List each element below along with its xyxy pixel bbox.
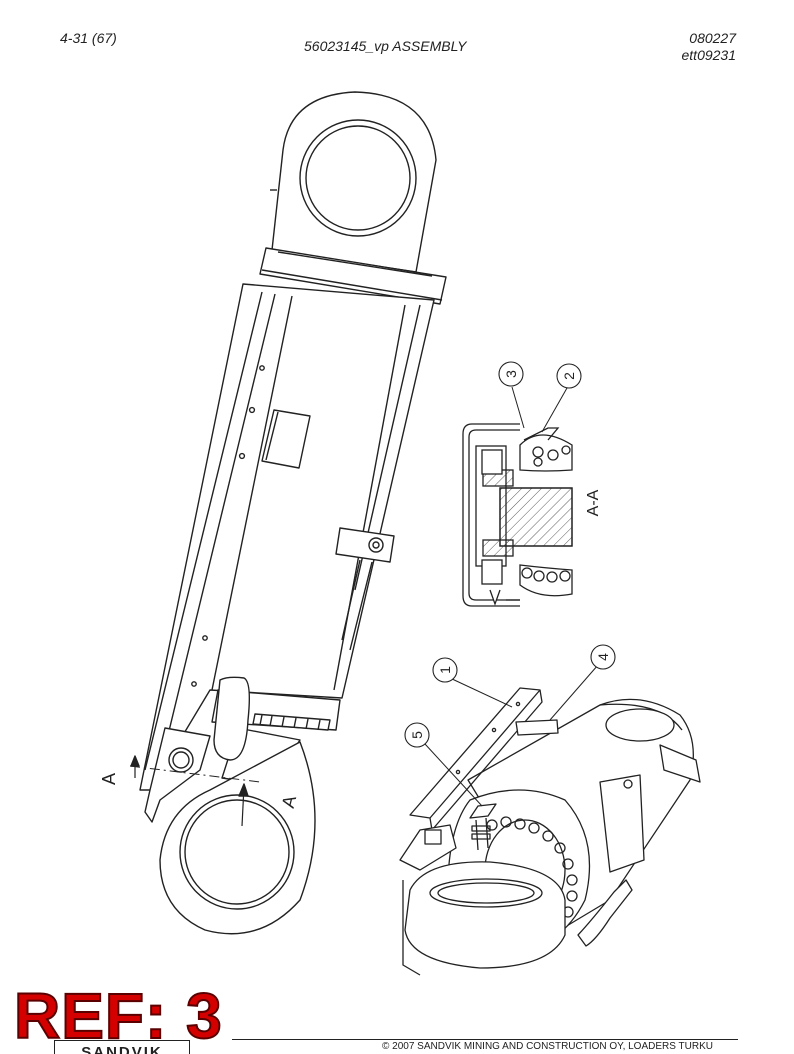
callout-3: 3 bbox=[503, 370, 519, 378]
callout-1-balloon bbox=[432, 657, 458, 683]
callout-2-balloon bbox=[556, 363, 582, 389]
callout-balloons bbox=[404, 361, 616, 748]
cylinder-main-view bbox=[129, 91, 447, 935]
document-title: 56023145_vp ASSEMBLY bbox=[304, 38, 467, 54]
page-number: 4-31 (67) bbox=[60, 30, 117, 46]
section-marker-bottom: A bbox=[278, 794, 300, 810]
date-code-block: 080227 ett09231 bbox=[682, 30, 737, 64]
section-view-label: A-A bbox=[585, 489, 602, 516]
barrel-body bbox=[139, 283, 435, 791]
callout-5: 5 bbox=[409, 731, 425, 739]
iso-leaders bbox=[424, 664, 599, 807]
callout-3-balloon bbox=[498, 361, 524, 387]
callout-4-balloon bbox=[590, 644, 616, 670]
callout-1: 1 bbox=[437, 666, 453, 674]
sandvik-logo: SANDVIK bbox=[54, 1040, 190, 1054]
section-leaders bbox=[511, 386, 568, 433]
callout-2: 2 bbox=[561, 372, 577, 380]
copyright-notice: © 2007 SANDVIK MINING AND CONSTRUCTION O… bbox=[382, 1041, 713, 1052]
drawing-code: ett09231 bbox=[681, 47, 737, 63]
isometric-view bbox=[399, 687, 701, 976]
section-a-a-view bbox=[462, 423, 573, 607]
lower-bracket bbox=[144, 727, 211, 823]
footer-rule bbox=[232, 1039, 738, 1040]
ref-stamp: REF: 3 bbox=[13, 980, 223, 1052]
callout-4: 4 bbox=[595, 653, 611, 661]
date-text: 080227 bbox=[689, 30, 736, 46]
hose-clamp bbox=[335, 527, 395, 563]
section-marker-top: A bbox=[99, 773, 119, 785]
cover-plate bbox=[261, 409, 311, 469]
top-flange bbox=[259, 247, 447, 305]
callout-5-balloon bbox=[404, 722, 430, 748]
